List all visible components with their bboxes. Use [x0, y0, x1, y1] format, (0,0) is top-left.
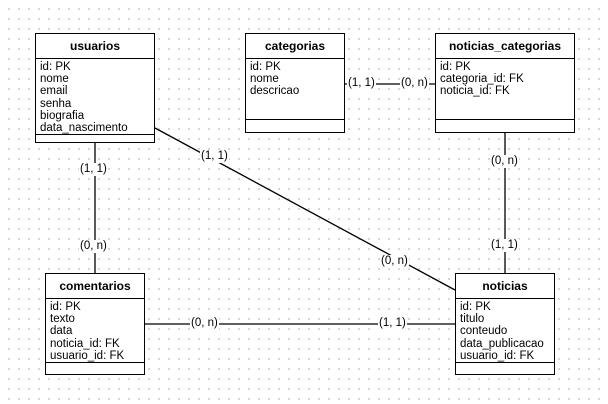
entity-field: senha: [40, 97, 72, 110]
entity-field: usuario_id: FK: [50, 349, 125, 362]
cardinality-usuarios-side: (1, 1): [200, 150, 229, 163]
entity-title: noticias: [456, 274, 554, 299]
cardinality-comentarios-side: (0, n): [190, 317, 219, 330]
entity-field: id: PK: [250, 61, 281, 73]
cardinality-usuarios-side: (1, 1): [79, 163, 108, 176]
entity-footer: [436, 119, 574, 132]
entity-field: id: PK: [40, 61, 71, 73]
cardinality-noticias-side: (1, 1): [490, 239, 519, 252]
entity-title: categorias: [246, 34, 344, 59]
entity-field: data_publicacao: [460, 337, 544, 350]
entity-footer: [456, 362, 554, 374]
entity-field: noticia_id: FK: [50, 337, 120, 350]
entity-field: conteudo: [460, 325, 508, 338]
entity-field: titulo: [460, 313, 485, 326]
entity-field: id: PK: [460, 301, 491, 313]
entity-field: email: [40, 85, 68, 98]
entity-title: usuarios: [36, 34, 154, 59]
entity-field: categoria_id: FK: [440, 73, 524, 86]
cardinality-noticias-categorias-side: (0, n): [400, 77, 429, 90]
entity-field: usuario_id: FK: [460, 349, 535, 362]
entity-title: comentarios: [46, 274, 144, 299]
entity-field: nome: [40, 73, 69, 86]
entity-footer: [46, 362, 144, 374]
cardinality-categorias-side: (1, 1): [347, 77, 376, 90]
entity-field: noticia_id: FK: [440, 85, 510, 98]
cardinality-noticias-side: (1, 1): [378, 317, 407, 330]
entity-field: data_nascimento: [40, 122, 128, 135]
entity-field: nome: [250, 73, 279, 86]
cardinality-noticias-categorias-side: (0, n): [490, 155, 519, 168]
cardinality-noticias-side: (0, n): [380, 255, 409, 268]
entity-field: descricao: [250, 85, 300, 98]
entity-title: noticias_categorias: [436, 34, 574, 59]
entity-field: biografia: [40, 109, 85, 122]
entity-footer: [246, 119, 344, 132]
cardinality-comentarios-side: (0, n): [79, 240, 108, 253]
entity-field: data: [50, 325, 73, 338]
entity-field: id: PK: [50, 301, 81, 313]
entity-field: texto: [50, 313, 75, 326]
entity-footer: [36, 134, 154, 142]
entity-field: id: PK: [440, 61, 471, 73]
